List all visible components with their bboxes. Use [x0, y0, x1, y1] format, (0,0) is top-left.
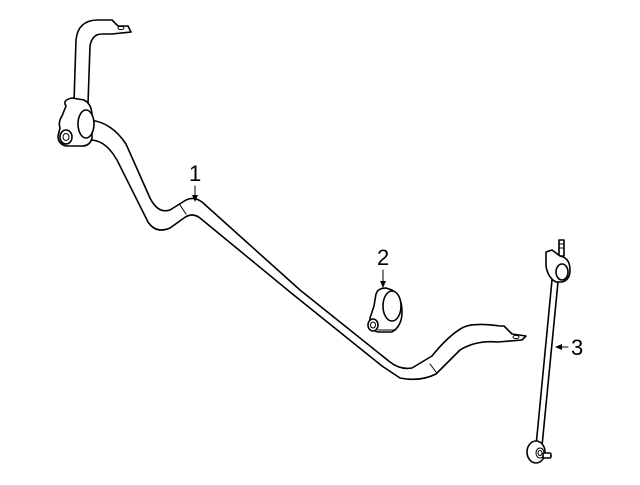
bushing: [367, 287, 403, 333]
callout-arrow-3: [555, 344, 569, 350]
callout-label-2: 2: [377, 245, 390, 270]
callout-label-1: 1: [189, 161, 202, 186]
stabilizer-bar: [57, 19, 527, 381]
callout-arrow-1: [192, 185, 198, 202]
callout-label-3: 3: [571, 335, 584, 360]
stabilizer-link: [526, 239, 571, 464]
callout-arrow-2: [380, 269, 386, 288]
